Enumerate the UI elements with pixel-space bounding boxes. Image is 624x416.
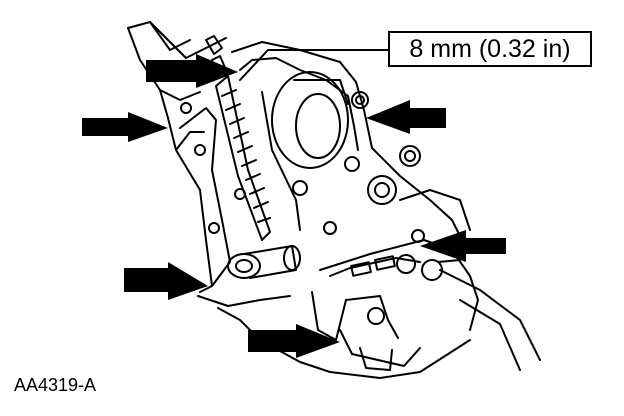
figure-id: AA4319-A	[14, 375, 97, 395]
arrow-left-cover-edge	[82, 112, 168, 142]
bolt-holes	[180, 91, 425, 243]
timing-chain	[205, 35, 271, 241]
engine-block-right	[399, 189, 541, 371]
arrow-right-mid-bolt	[420, 230, 506, 262]
callout-leader	[239, 49, 389, 81]
arrow-lower-bracket	[248, 324, 340, 358]
arrow-upper-chain-guide	[146, 54, 238, 88]
cover-bore	[271, 71, 349, 169]
torque-callout-label: 8 mm (0.32 in)	[388, 31, 592, 67]
arrow-upper-right-dowel	[366, 100, 446, 134]
crankshaft-nose	[227, 245, 301, 279]
arrow-lower-left-cover	[124, 262, 208, 300]
pointer-arrows	[82, 54, 506, 358]
